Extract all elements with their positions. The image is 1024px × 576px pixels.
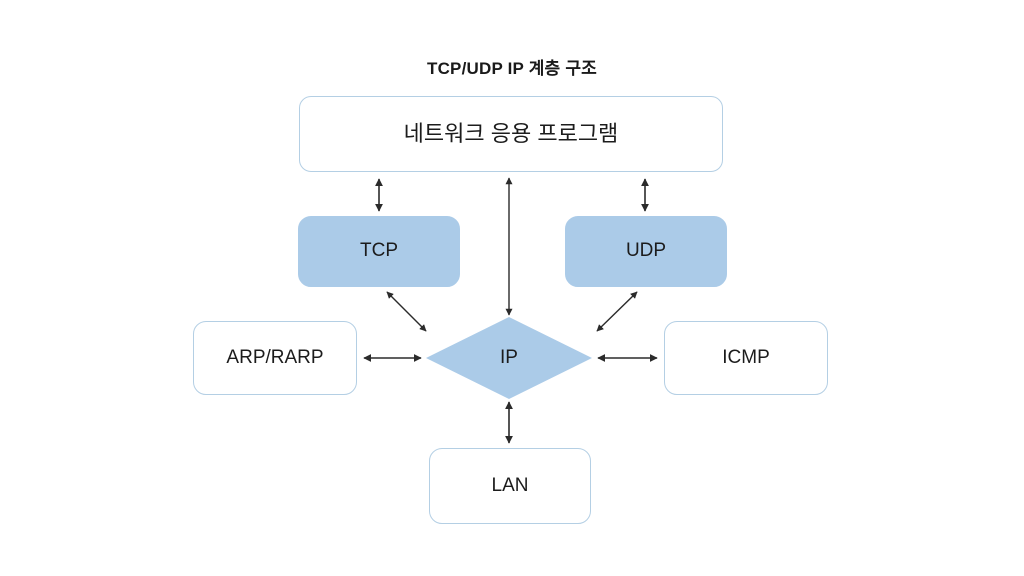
node-arp-rarp[interactable]: ARP/RARP [193, 321, 357, 395]
node-udp[interactable]: UDP [565, 216, 727, 287]
node-icmp[interactable]: ICMP [664, 321, 828, 395]
node-label: IP [500, 346, 518, 368]
node-label: 네트워크 응용 프로그램 [403, 120, 619, 146]
node-lan[interactable]: LAN [429, 448, 591, 524]
node-ip[interactable]: IP [426, 317, 592, 399]
node-label: TCP [360, 240, 398, 262]
diagram-title: TCP/UDP IP 계층 구조 [427, 59, 597, 78]
node-tcp[interactable]: TCP [298, 216, 460, 287]
connector-tcp-ip [386, 291, 427, 332]
connector-udp-ip [596, 291, 638, 332]
node-network-application[interactable]: 네트워크 응용 프로그램 [299, 96, 723, 172]
node-label: ICMP [722, 346, 770, 368]
node-label: LAN [491, 474, 529, 496]
node-label: UDP [625, 240, 667, 262]
node-label: ARP/RARP [226, 346, 324, 368]
